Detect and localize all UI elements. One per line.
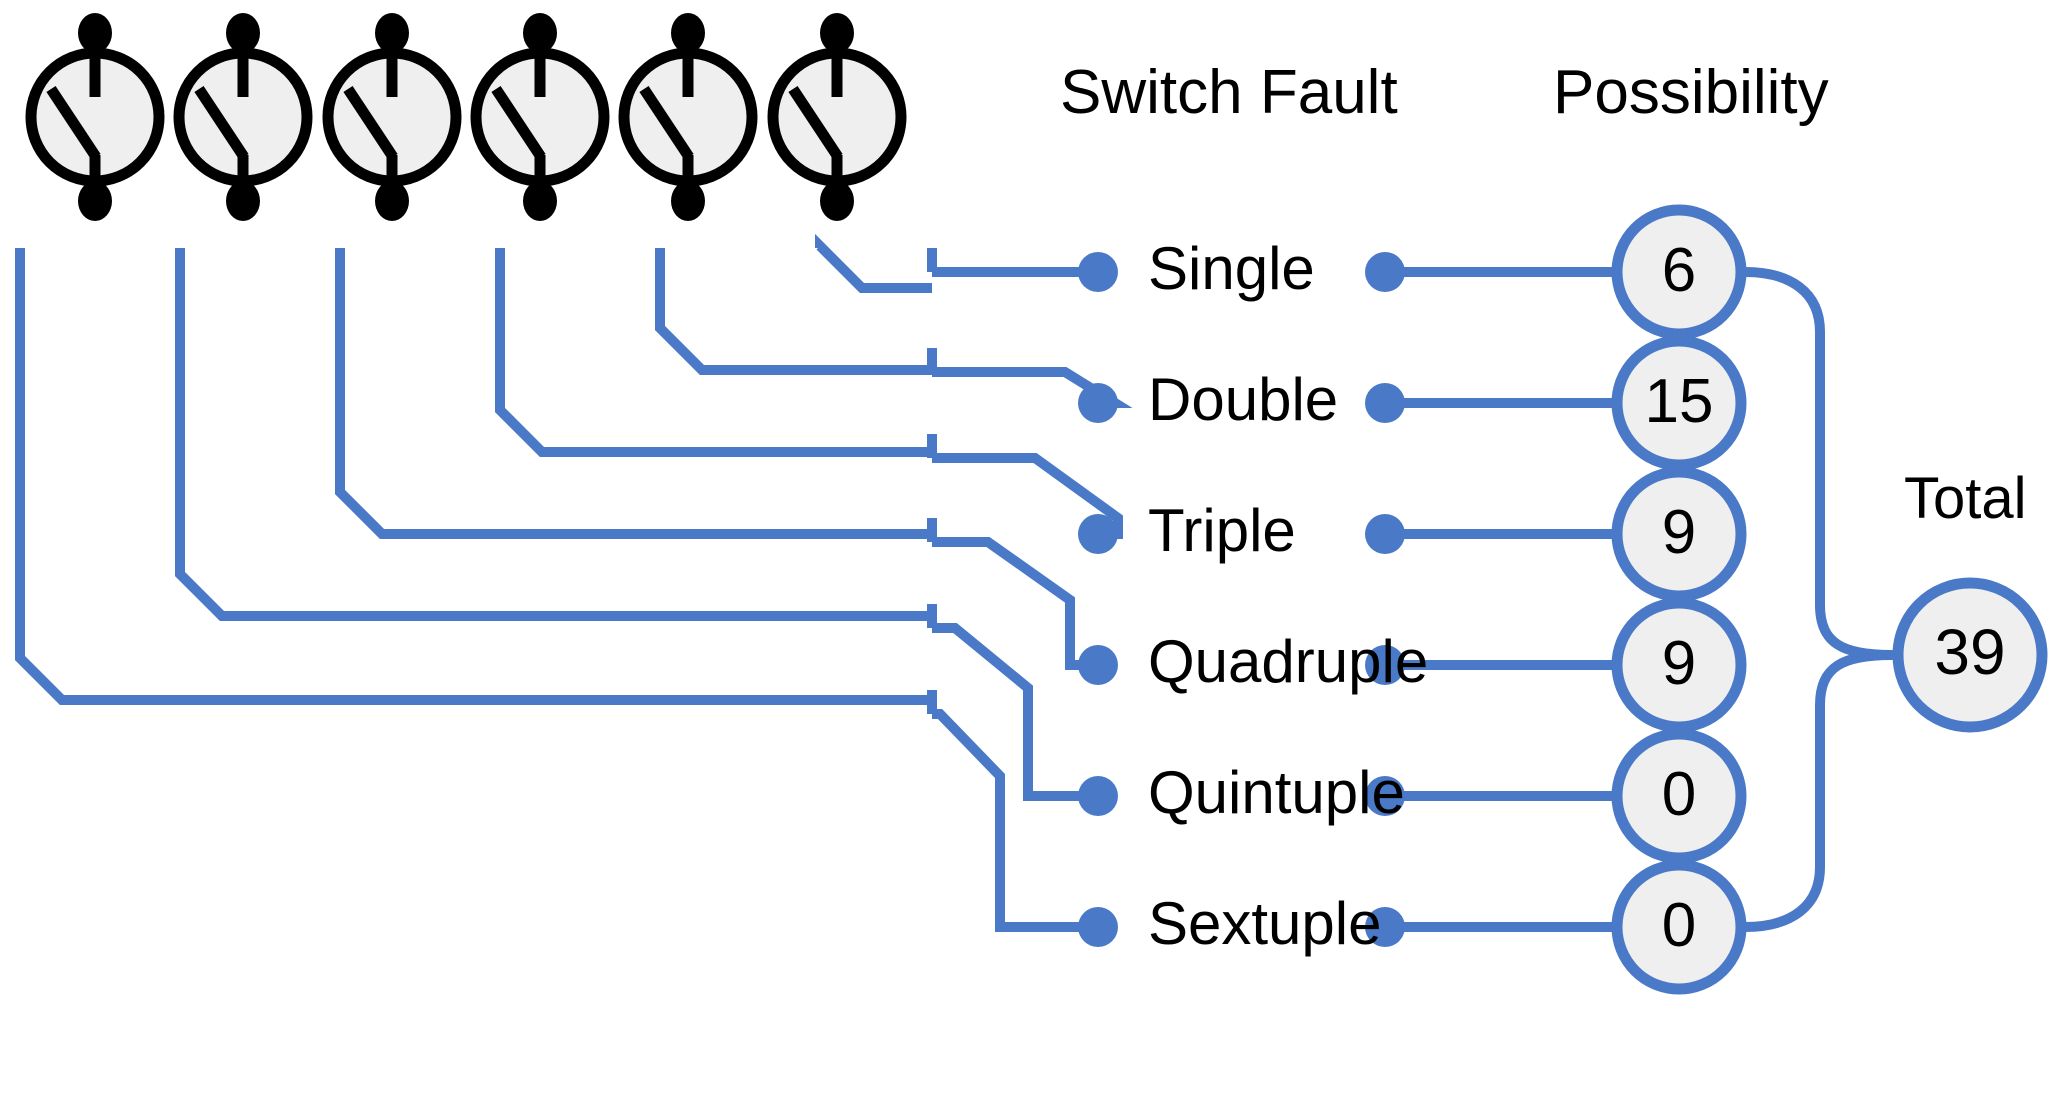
- fault-label-sextuple: Sextuple: [1148, 890, 1382, 957]
- fault-node-dot-3: [1078, 514, 1118, 554]
- fault-branch-5: [932, 623, 1098, 801]
- possibility-circle-1: [1611, 204, 1747, 340]
- possibility-circle-2: [1611, 335, 1747, 471]
- fault-label-single: Single: [1148, 235, 1315, 302]
- possibility-value-single: 6: [1661, 236, 1697, 305]
- switch-5-symbol: [618, 13, 758, 221]
- fault-node-dot-6: [1078, 907, 1118, 947]
- possibility-node-dot-6: [1365, 907, 1405, 947]
- fault-label-triple: Triple: [1148, 497, 1296, 564]
- switch-wire-4: [495, 248, 932, 457]
- possibility-circle-5: [1611, 728, 1747, 864]
- switch-wire-1: [15, 248, 932, 705]
- fault-node-dot-4: [1078, 645, 1118, 685]
- possibility-node-dot-5: [1365, 776, 1405, 816]
- possibility-value-quadruple: 9: [1661, 629, 1697, 698]
- total-circle: [1892, 577, 2048, 733]
- switch-2-symbol: [173, 13, 313, 221]
- fault-branch-4: [932, 537, 1098, 670]
- header-switch-fault: Switch Fault: [1060, 58, 1398, 127]
- total-value: 39: [1934, 616, 2006, 688]
- fault-node-dot-1: [1078, 252, 1118, 292]
- possibility-circle-6: [1611, 859, 1747, 995]
- switch-wire-6: [815, 233, 932, 293]
- fault-label-double: Double: [1148, 366, 1339, 433]
- switch-4-symbol: [470, 13, 610, 221]
- possibility-node-dot-2: [1365, 383, 1405, 423]
- switch-wire-2: [175, 248, 932, 621]
- total-brace: [1744, 267, 1897, 932]
- possibility-node-dot-4: [1365, 645, 1405, 685]
- fault-label-quintuple: Quintuple: [1148, 759, 1405, 826]
- switch-wire-3: [335, 248, 932, 539]
- possibility-circle-3: [1611, 466, 1747, 602]
- switch-1-symbol: [25, 13, 165, 221]
- switch-6-symbol: [767, 13, 907, 221]
- possibility-value-triple: 9: [1661, 498, 1697, 567]
- fault-branch-6: [932, 709, 1098, 932]
- possibility-node-dot-1: [1365, 252, 1405, 292]
- total-label: Total: [1904, 466, 2027, 531]
- possibility-node-dot-3: [1365, 514, 1405, 554]
- possibility-circle-4: [1611, 597, 1747, 733]
- possibility-value-sextuple: 0: [1661, 891, 1697, 960]
- fault-node-dot-5: [1078, 776, 1118, 816]
- possibility-value-double: 15: [1644, 367, 1714, 436]
- switch-3-symbol: [322, 13, 462, 221]
- fault-label-quadruple: Quadruple: [1148, 628, 1429, 695]
- header-possibility: Possibility: [1553, 58, 1829, 127]
- possibility-value-quintuple: 0: [1661, 760, 1697, 829]
- switch-wire-5: [655, 248, 932, 375]
- fault-node-dot-2: [1078, 383, 1118, 423]
